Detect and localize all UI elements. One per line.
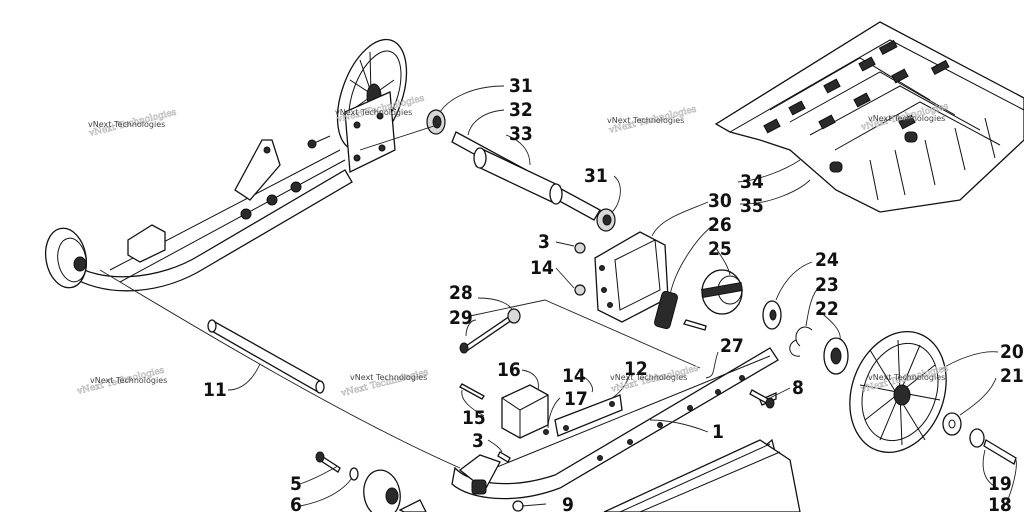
label-35: 35 (740, 195, 764, 217)
svg-text:vNext Technologies: vNext Technologies (335, 108, 412, 117)
label-26: 26 (708, 214, 732, 236)
axle-bracket (574, 231, 743, 331)
lower-left-hardware (315, 451, 428, 517)
label-24: 24 (815, 249, 839, 271)
label-30: 30 (708, 190, 732, 212)
rear-idler-wheel (849, 331, 1017, 465)
track-section (714, 21, 1024, 213)
bolt-and-washer (459, 308, 521, 354)
label-1: 1 (712, 421, 724, 443)
svg-text:vNext Technologies: vNext Technologies (88, 120, 165, 129)
label-20: 20 (1000, 341, 1024, 363)
label-31-mid: 31 (584, 165, 608, 187)
label-19: 19 (988, 473, 1012, 495)
svg-text:vNext Technologies: vNext Technologies (868, 114, 945, 123)
label-17: 17 (564, 388, 588, 410)
label-5: 5 (290, 473, 302, 495)
label-14-upper: 14 (530, 257, 554, 279)
part-labels: 31 32 33 31 30 26 25 3 14 24 23 22 28 29… (203, 75, 1024, 516)
svg-text:vNext Technologies: vNext Technologies (610, 373, 687, 382)
label-9: 9 (562, 494, 574, 512)
label-3-upper: 3 (538, 231, 550, 253)
right-slide-rail (451, 347, 801, 513)
cross-shaft (207, 319, 325, 394)
svg-text:vNext Technologies: vNext Technologies (868, 373, 945, 382)
label-3-lower: 3 (472, 430, 484, 452)
svg-text:vNext Technologies: vNext Technologies (350, 373, 427, 382)
label-11: 11 (203, 379, 227, 401)
leader-lines (99, 85, 1017, 511)
bearing-set (762, 300, 849, 375)
bumper-block (459, 383, 549, 463)
label-25: 25 (708, 238, 732, 260)
label-16: 16 (497, 359, 521, 381)
label-14-lower: 14 (562, 365, 586, 387)
label-27: 27 (720, 335, 744, 357)
label-6: 6 (290, 494, 302, 512)
label-21: 21 (1000, 365, 1024, 387)
label-23: 23 (815, 274, 839, 296)
svg-text:vNext Technologies: vNext Technologies (90, 376, 167, 385)
svg-text:vNext Technologies: vNext Technologies (607, 116, 684, 125)
label-29: 29 (449, 307, 473, 329)
label-32: 32 (509, 99, 533, 121)
left-slide-rail (44, 38, 408, 292)
label-12: 12 (624, 358, 648, 380)
label-8: 8 (792, 377, 804, 399)
bolt-8 (749, 389, 775, 409)
label-34: 34 (740, 171, 764, 193)
label-15: 15 (462, 407, 486, 429)
label-22: 22 (815, 298, 839, 320)
label-33: 33 (509, 123, 533, 145)
label-31-top: 31 (509, 75, 533, 97)
roller-shaft-assembly (426, 109, 616, 232)
label-28: 28 (449, 282, 473, 304)
label-18: 18 (988, 494, 1012, 512)
